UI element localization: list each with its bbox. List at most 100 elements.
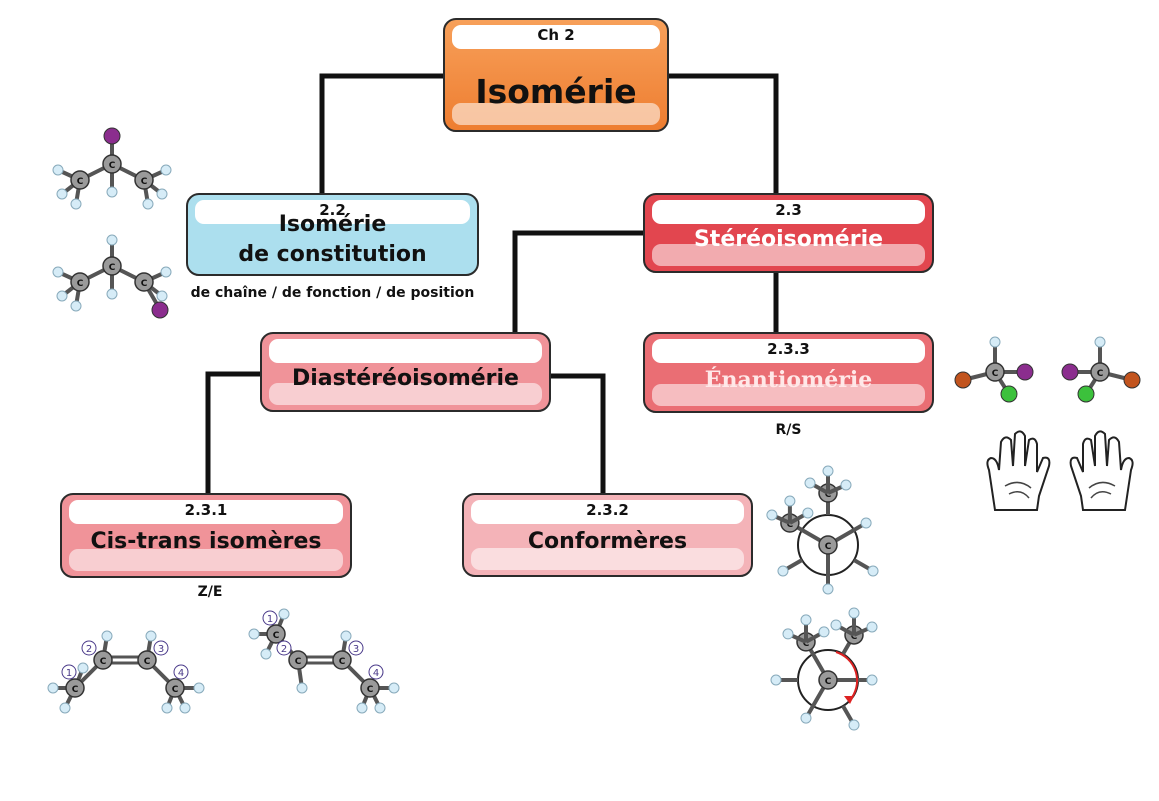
hydrogen-atom: [161, 702, 173, 714]
left-hand-icon: [986, 430, 1051, 511]
rotation-arrowhead: [844, 696, 854, 704]
halogen-atom: [151, 301, 169, 319]
hydrogen-atom: [784, 495, 796, 507]
carbon-number-circle: [348, 640, 364, 656]
carbon-number: 2: [86, 644, 92, 655]
carbon-number-circle: [262, 610, 278, 626]
constitution-number: 2.2: [319, 201, 346, 219]
hydrogen-atom: [59, 702, 71, 714]
hydrogen-atom: [156, 290, 168, 302]
connector-diastereo-conformers: [551, 373, 606, 493]
hydrogen-atom: [56, 290, 68, 302]
substituent-purple: [1061, 363, 1079, 381]
stereo-title: Stéréoisomérie: [693, 227, 884, 252]
carbon-label: C: [109, 263, 116, 273]
constitution-isomer-molecule-a: CCC: [52, 127, 172, 210]
hydrogen-atom: [356, 702, 368, 714]
root-title: Isomérie: [475, 72, 637, 111]
newman-projection-staggered: C C C: [766, 465, 879, 595]
hydrogen-atom: [782, 628, 794, 640]
hydrogen-atom: [179, 702, 191, 714]
carbon-atom: [985, 362, 1005, 382]
hydrogen-atom: [388, 682, 400, 694]
hydrogen-atom: [340, 630, 352, 642]
enantio-number: 2.3.3: [767, 340, 810, 358]
root-node: Ch 2 Isomérie: [443, 18, 669, 132]
substituent-green: [1077, 385, 1095, 403]
newman-projection-rotated: CCC: [770, 607, 878, 731]
carbon-number-circle: [61, 664, 77, 680]
carbon-number-circle: [368, 664, 384, 680]
carbon-label: C: [851, 632, 858, 642]
carbon-label: C: [367, 685, 374, 695]
enantio-caption: R/S: [775, 422, 802, 438]
hydrogen-atom: [1094, 336, 1106, 348]
diastereo-title: Diastéréoisomérie: [292, 366, 519, 391]
carbon-label: C: [825, 677, 832, 687]
hydrogen-atom: [106, 186, 118, 198]
hydrogen-atom: [830, 619, 842, 631]
hand-crease: [1088, 481, 1116, 489]
hydrogen-atom: [47, 682, 59, 694]
carbon-label: C: [825, 490, 832, 500]
carbon-label: C: [787, 520, 794, 530]
hydrogen-atom: [860, 517, 872, 529]
carbon-label: C: [992, 369, 999, 379]
hydrogen-atom: [278, 608, 290, 620]
carbon-atom: [1090, 362, 1110, 382]
hydrogen-atom: [866, 674, 878, 686]
carbon-atom: [360, 678, 380, 698]
carbon-number: 4: [373, 668, 379, 679]
conformers-node: 2.3.2 Conformères: [462, 493, 753, 577]
carbon-atom: [137, 650, 157, 670]
enantiomer-molecule-b: C: [1061, 336, 1141, 403]
connector-root-constitution: [319, 73, 443, 193]
hand-crease: [1090, 491, 1112, 499]
carbon-atom: [102, 154, 122, 174]
carbon-atom: [134, 272, 154, 292]
constitution-title-line1: Isomérie: [278, 212, 387, 237]
hydrogen-atom: [101, 630, 113, 642]
hydrogen-atom: [866, 621, 878, 633]
carbon-label: C: [273, 631, 280, 641]
hydrogen-atom: [800, 712, 812, 724]
carbon-number: 2: [281, 644, 287, 655]
carbon-label: C: [109, 161, 116, 171]
carbon-number: 1: [66, 668, 72, 679]
hydrogen-atom: [56, 188, 68, 200]
conformers-number: 2.3.2: [586, 501, 629, 519]
hydrogen-atom: [818, 626, 830, 638]
substituent-green: [1000, 385, 1018, 403]
carbon-atom: [266, 624, 286, 644]
stereo-number: 2.3: [775, 201, 802, 219]
hydrogen-atom: [802, 507, 814, 519]
hydrogen-atom: [145, 630, 157, 642]
carbon-number: 1: [267, 614, 273, 625]
carbon-atom: [165, 678, 185, 698]
carbon-label: C: [77, 177, 84, 187]
connector-stereo-diastereo: [512, 230, 643, 332]
enantio-title: Énantiomérie: [704, 367, 873, 393]
root-number: Ch 2: [537, 26, 575, 44]
hydrogen-atom: [374, 702, 386, 714]
enantio-node: 2.3.3 Énantiomérie: [643, 332, 934, 413]
substituent-brown: [1123, 371, 1141, 389]
constitution-node: 2.2 Isomérie de constitution: [186, 193, 479, 276]
hydrogen-atom: [160, 164, 172, 176]
hydrogen-atom: [70, 198, 82, 210]
hydrogen-atom: [766, 509, 778, 521]
hand-crease: [1004, 481, 1032, 489]
constitution-title-line2: de constitution: [238, 242, 427, 267]
carbon-label: C: [825, 542, 832, 552]
hydrogen-atom: [822, 465, 834, 477]
hydrogen-atom: [770, 674, 782, 686]
hydrogen-atom: [106, 234, 118, 246]
hand-crease: [1008, 491, 1030, 499]
hydrogen-atom: [848, 607, 860, 619]
carbon-atom: [70, 170, 90, 190]
carbon-number: 4: [178, 668, 184, 679]
hydrogen-atom: [867, 565, 879, 577]
carbon-number-circle: [173, 664, 189, 680]
hydrogen-atom: [260, 648, 272, 660]
